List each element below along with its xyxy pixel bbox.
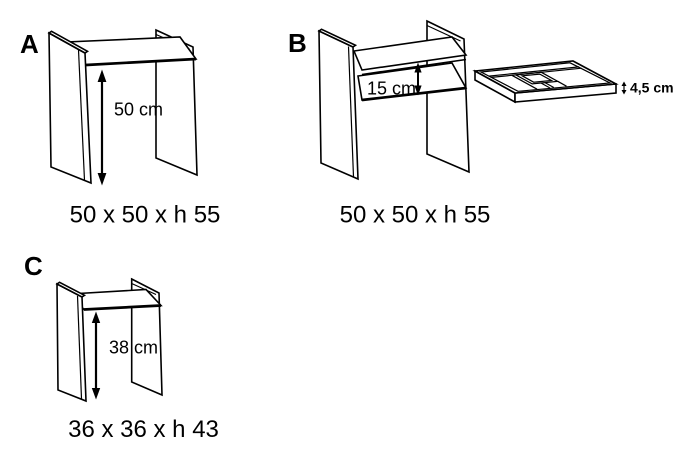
arrow-up-head xyxy=(97,69,107,82)
figure-c-caption: 36 x 36 x h 43 xyxy=(68,416,219,443)
tray-height-label: 4,5 cm xyxy=(630,80,674,96)
left-side-panel xyxy=(56,282,87,403)
left-side-panel xyxy=(48,31,92,185)
tray-drawing xyxy=(472,60,619,104)
figure-a-letter: A xyxy=(20,29,39,59)
left-panel-edge-line xyxy=(76,295,83,400)
tray-divider xyxy=(511,74,538,90)
figure-c-dimension-label: 38 cm xyxy=(109,338,158,358)
arrow-down-head xyxy=(97,173,107,186)
left-panel-top-face xyxy=(47,30,90,54)
figure-a-dimension-arrow xyxy=(97,69,107,186)
figure-c: 38 cm C 36 x 36 x h 43 xyxy=(24,251,219,443)
figure-b-table-drawing xyxy=(317,19,470,181)
arrow-up-head xyxy=(621,81,627,86)
figure-a: 50 cm A 50 x 50 x h 55 xyxy=(20,28,221,229)
tabletop-bottom-edge xyxy=(361,58,467,76)
tabletop xyxy=(352,36,468,71)
tray-divider xyxy=(540,82,551,89)
figure-c-table-drawing xyxy=(55,277,163,403)
left-panel-edge-line xyxy=(347,46,355,178)
left-panel-top-face xyxy=(55,281,87,298)
figure-b-letter: B xyxy=(288,28,307,58)
arrow-down-head xyxy=(91,388,101,400)
figure-a-dimension-label: 50 cm xyxy=(114,100,163,120)
tray-divider xyxy=(544,82,555,89)
tray-inner-rim xyxy=(478,62,613,92)
figure-b-dimension-arrow xyxy=(414,62,422,96)
figure-c-dimension-arrow xyxy=(91,311,101,400)
figure-b-caption: 50 x 50 x h 55 xyxy=(340,202,491,229)
tray-divider xyxy=(488,66,580,77)
arrow-up-head xyxy=(414,62,422,73)
tray-compartment-box-inner xyxy=(520,73,554,83)
left-panel-edge-line xyxy=(77,49,86,181)
figure-b: 15 cm B 50 x 50 x h 55 xyxy=(288,19,674,229)
arrow-down-head xyxy=(621,90,627,95)
tray-height-arrow xyxy=(621,81,627,95)
arrow-down-head xyxy=(414,85,422,96)
figure-c-letter: C xyxy=(24,251,43,281)
tabletop-front-edge xyxy=(83,304,162,311)
figure-b-dimension-label: 15 cm xyxy=(367,79,416,99)
tabletop-front-edge xyxy=(85,57,197,67)
tray-divider xyxy=(557,80,567,87)
right-panel-edge-line xyxy=(426,24,461,42)
figure-a-table-drawing xyxy=(47,28,198,185)
shelf-front-edge xyxy=(361,86,467,102)
figure-a-caption: 50 x 50 x h 55 xyxy=(70,202,221,229)
arrow-up-head xyxy=(91,311,101,323)
left-panel-top-face xyxy=(317,28,358,48)
right-side-panel xyxy=(130,277,163,397)
